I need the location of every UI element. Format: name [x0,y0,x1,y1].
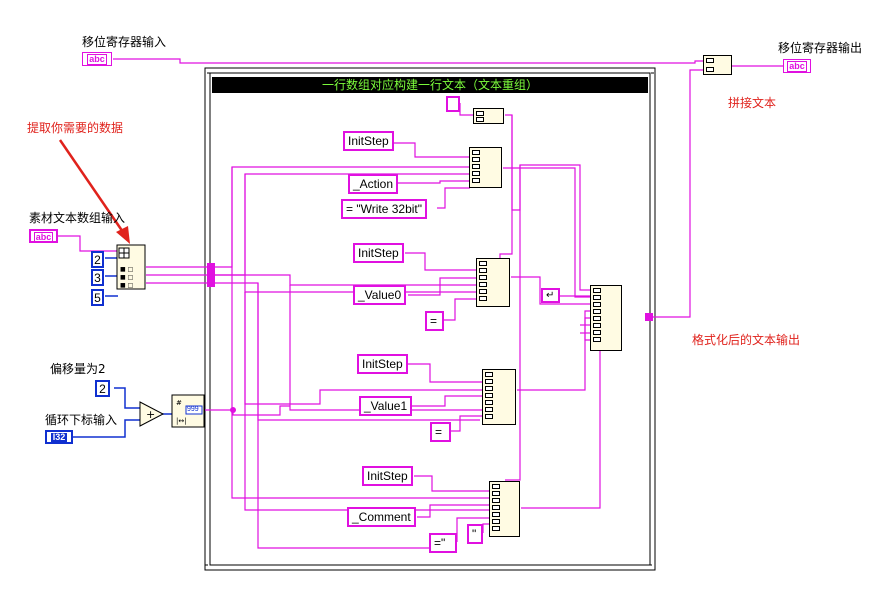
tunnels[interactable] [207,263,653,413]
svg-text:+: + [146,408,155,421]
offset-constant[interactable]: 2 [95,380,110,397]
initstep-constant-1[interactable]: InitStep [343,131,394,151]
concat-strings-group-4[interactable] [489,481,520,537]
svg-text:#: # [176,399,182,407]
concat-text-annotation: 拼接文本 [728,96,777,110]
extract-data-annotation: 提取你需要的数据 [27,121,124,135]
material-array-input-terminal[interactable]: abc [29,229,58,243]
index-array-node[interactable]: ■ □ ■ □ ■ □ [116,244,146,290]
write-32bit-constant[interactable]: = "Write 32bit" [341,199,427,219]
svg-text:■ □: ■ □ [120,274,133,281]
number-to-decimal-string-node[interactable]: # |↔| [171,394,205,428]
svg-text:|↔|: |↔| [176,417,187,425]
concat-strings-small[interactable] [473,108,504,124]
concat-strings-group-1[interactable] [469,147,502,188]
index-constant-3[interactable]: 5 [91,289,104,306]
equals-constant-2[interactable]: = [425,311,444,331]
quote-constant[interactable]: " [467,524,483,544]
initstep-constant-3[interactable]: InitStep [357,354,408,374]
shift-register-input-label: 移位寄存器输入 [82,35,167,49]
comment-constant[interactable]: _Comment [347,507,416,527]
action-constant[interactable]: _Action [348,174,399,194]
concat-strings-group-2[interactable] [476,258,510,307]
red-arrow-icon [58,139,130,244]
offset-label: 偏移量为2 [50,362,106,376]
value1-constant[interactable]: _Value1 [359,396,413,416]
string-wires [58,58,785,549]
loop-index-label: 循环下标输入 [45,413,118,427]
structure-title: 一行数组对应构建一行文本（文本重组） [212,77,648,93]
shift-register-output-terminal[interactable]: abc [783,59,811,73]
index-constant-1[interactable]: 2 [91,251,104,268]
index-wire [205,405,290,416]
concat-strings-group-3[interactable] [482,369,516,425]
shift-register-input-terminal[interactable]: abc [82,52,112,66]
shift-register-output-label: 移位寄存器输出 [778,41,863,55]
svg-text:■ □: ■ □ [120,266,133,273]
index-constant-2[interactable]: 3 [91,269,104,286]
loop-index-terminal[interactable]: I32 [45,430,73,444]
numeric-format-indicator: 999 [187,406,199,413]
concat-strings-main[interactable] [590,285,622,351]
small-string-constant[interactable] [446,96,460,112]
value0-constant[interactable]: _Value0 [353,285,407,305]
initstep-constant-4[interactable]: InitStep [362,466,413,486]
equals-quote-constant[interactable]: =" [429,533,457,553]
linefeed-constant[interactable]: ↵ [541,288,560,303]
concat-strings-top[interactable] [703,55,732,75]
equals-constant-3[interactable]: = [430,422,451,442]
add-node[interactable]: + [139,401,165,427]
formatted-output-annotation: 格式化后的文本输出 [692,333,801,347]
material-array-input-label: 素材文本数组输入 [29,211,126,225]
svg-text:■ □: ■ □ [120,282,133,289]
initstep-constant-2[interactable]: InitStep [353,243,404,263]
